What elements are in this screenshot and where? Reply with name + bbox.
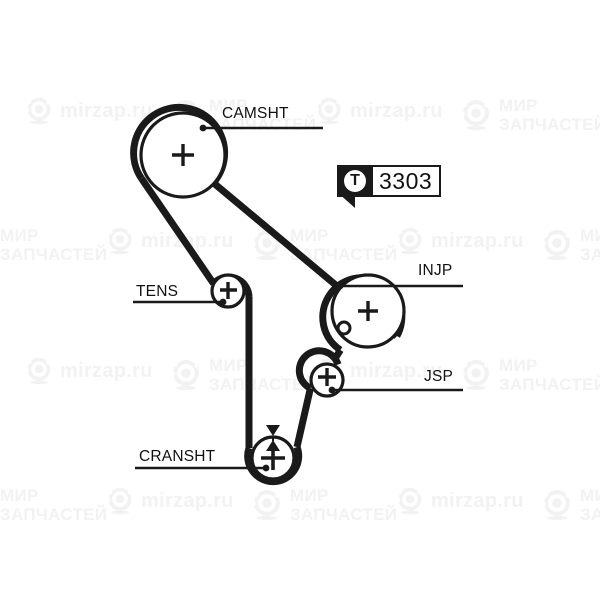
watermark-text-latin: mirzap.ru <box>431 229 524 252</box>
watermark-text-latin: mirzap.ru <box>431 489 524 512</box>
pulley-tens <box>210 273 246 309</box>
watermark-text-latin: mirzap.ru <box>350 359 443 382</box>
pulley-center-cross-injp <box>358 301 378 321</box>
watermark-logo-icon <box>105 226 133 255</box>
leader-dot-camsht <box>199 124 207 132</box>
timing-mark-up-triangle <box>266 440 280 451</box>
watermark-logo-icon <box>314 96 342 125</box>
watermark-tile: mirzap.ru <box>395 226 524 256</box>
watermark-tile: mirzap.ru <box>24 356 153 386</box>
watermark-tile: mirzap.ru <box>314 96 443 126</box>
watermark-logo-icon <box>540 488 572 520</box>
leader-lines <box>133 126 463 470</box>
leader-dot-cransht <box>262 464 270 472</box>
timing-mark-down-triangle <box>266 425 280 436</box>
part-number-text: 3303 <box>379 167 433 194</box>
leader-dots <box>199 124 344 472</box>
leader-dot-injp <box>336 282 344 290</box>
watermark-logo-icon <box>105 486 133 515</box>
watermark-logo-icon <box>250 488 282 520</box>
watermark-tile: mirzap.ru <box>105 486 234 516</box>
watermark-logo-icon <box>24 96 52 125</box>
watermark-tile: mirzap.ru <box>24 96 153 126</box>
callout-brand-letter: T <box>344 170 366 192</box>
watermark-logo-icon <box>24 356 52 385</box>
label-jsp: JSP <box>424 368 454 385</box>
watermark-logo-icon <box>540 228 572 260</box>
watermark-text-latin: mirzap.ru <box>350 99 443 122</box>
pulley-camsht <box>139 111 227 199</box>
watermark-logo-icon <box>459 358 491 390</box>
pulley-jsp <box>309 362 345 398</box>
label-injp: INJP <box>418 262 453 279</box>
pulley-bolt-hole-injp <box>336 320 352 336</box>
label-tens: TENS <box>136 283 179 300</box>
leader-dot-tens <box>219 298 227 306</box>
label-camsht: CAMSHT <box>222 105 289 122</box>
callout-brand-box: T <box>337 165 373 197</box>
watermark-text-latin: mirzap.ru <box>141 489 234 512</box>
pulley-center-cross-camsht <box>172 144 194 166</box>
watermark-logo-icon <box>459 98 491 130</box>
watermark-tile: mirzap.ru <box>395 486 524 516</box>
part-number-callout: T 3303 <box>337 165 442 197</box>
callout-number-box: 3303 <box>373 165 442 197</box>
pulley-center-cross-jsp <box>318 368 336 386</box>
pulley-center-cross-tens <box>220 282 237 299</box>
pulley-injp <box>330 273 406 349</box>
watermark-logo-icon <box>169 358 201 390</box>
watermark-logo-icon <box>395 486 423 515</box>
label-cransht: CRANSHT <box>139 448 216 465</box>
watermark-logo-icon <box>395 226 423 255</box>
watermark-text-latin: mirzap.ru <box>60 359 153 382</box>
leader-dot-jsp <box>328 386 336 394</box>
watermark-text-latin: mirzap.ru <box>60 99 153 122</box>
